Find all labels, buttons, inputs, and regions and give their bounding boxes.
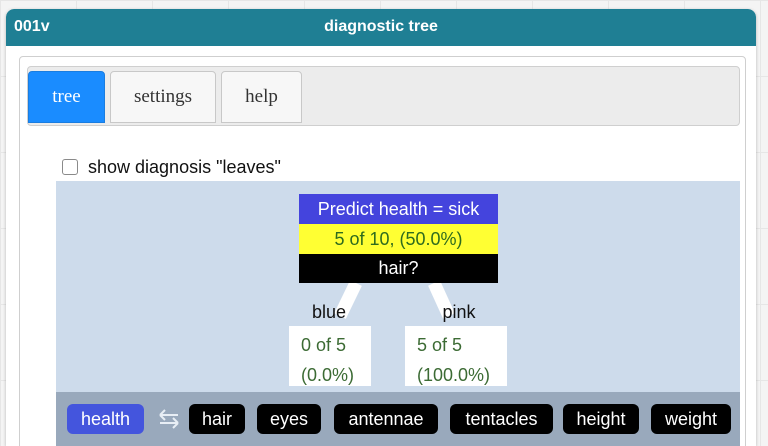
leaf-node-pink[interactable]: 5 of 5 (100.0%) bbox=[405, 326, 507, 386]
leaf-node-blue[interactable]: 0 of 5 (0.0%) bbox=[289, 326, 371, 386]
tab-tree[interactable]: tree bbox=[28, 71, 105, 123]
leaf-percent: (0.0%) bbox=[301, 365, 355, 385]
node-prediction: Predict health = sick bbox=[299, 194, 498, 224]
tab-settings[interactable]: settings bbox=[110, 71, 216, 123]
window-title: diagnostic tree bbox=[324, 18, 438, 35]
show-leaves-checkbox[interactable] bbox=[62, 159, 78, 175]
window-id-label: 001v bbox=[14, 18, 50, 35]
leaf-count: 5 of 5 bbox=[417, 335, 463, 355]
root-node[interactable]: Predict health = sick 5 of 10, (50.0%) h… bbox=[299, 194, 498, 283]
attribute-chip-hair[interactable]: hair bbox=[189, 404, 245, 434]
show-leaves-label: show diagnosis "leaves" bbox=[88, 156, 281, 177]
attribute-bar: health hair eyes antennae tentacles heig… bbox=[56, 392, 740, 446]
tree-canvas: Predict health = sick 5 of 10, (50.0%) h… bbox=[56, 181, 740, 392]
titlebar[interactable]: 001v diagnostic tree bbox=[6, 9, 756, 46]
left-right-arrows-icon bbox=[159, 409, 179, 429]
attribute-chip-tentacles[interactable]: tentacles bbox=[450, 404, 553, 434]
leaf-count: 0 of 5 bbox=[301, 335, 347, 355]
leaf-percent: (100.0%) bbox=[417, 365, 491, 385]
tab-bar: tree settings help bbox=[27, 66, 740, 126]
attribute-chip-height[interactable]: height bbox=[563, 404, 639, 434]
show-leaves-option[interactable]: show diagnosis "leaves" bbox=[62, 157, 281, 177]
attribute-chip-antennae[interactable]: antennae bbox=[334, 404, 438, 434]
branch-label-pink: pink bbox=[442, 302, 476, 322]
tab-help[interactable]: help bbox=[221, 71, 302, 123]
node-count: 5 of 10, (50.0%) bbox=[299, 224, 498, 254]
attribute-chip-weight[interactable]: weight bbox=[651, 404, 731, 434]
branch-line-pink bbox=[428, 280, 455, 319]
target-attribute-chip[interactable]: health bbox=[67, 404, 144, 434]
node-split-question[interactable]: hair? bbox=[299, 254, 498, 283]
content-panel: tree settings help show diagnosis "leave… bbox=[19, 56, 746, 446]
branch-label-blue: blue bbox=[311, 302, 347, 322]
tree-branch-lines bbox=[334, 280, 455, 319]
attribute-chip-eyes[interactable]: eyes bbox=[257, 404, 321, 434]
plugin-window: 001v diagnostic tree tree settings help … bbox=[6, 9, 756, 446]
branch-line-blue bbox=[334, 280, 362, 319]
